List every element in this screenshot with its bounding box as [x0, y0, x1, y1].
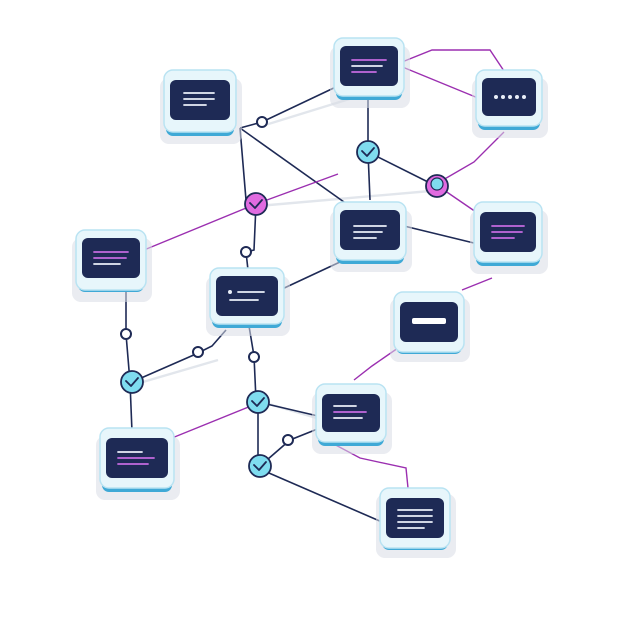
text-lines-icon	[353, 225, 387, 239]
process-node[interactable]	[376, 487, 456, 558]
process-node[interactable]	[330, 201, 412, 272]
process-node[interactable]	[72, 229, 152, 302]
ellipsis-icon	[494, 95, 526, 99]
edge-c3-n3	[435, 131, 505, 185]
process-node[interactable]	[206, 267, 290, 336]
nodes	[72, 37, 548, 558]
junction-dot	[240, 246, 252, 258]
edge-c4-n7	[131, 329, 227, 383]
text-lines-icon	[397, 509, 433, 529]
edge-c6-n11	[261, 469, 383, 523]
check-icon	[244, 192, 268, 216]
check-icon	[248, 454, 272, 478]
process-node[interactable]	[470, 201, 548, 274]
text-lines-purple-icon	[351, 59, 387, 73]
check-icon	[120, 370, 144, 394]
check-icon	[246, 390, 270, 414]
edge-n2-n3	[401, 49, 507, 75]
junction-dot	[192, 346, 204, 358]
text-lines-purple-icon	[93, 251, 129, 265]
process-node[interactable]	[472, 69, 548, 138]
process-node[interactable]	[96, 427, 180, 500]
text-lines-purple-icon	[491, 225, 525, 239]
edge-n10-c5	[171, 403, 257, 439]
check-icon	[425, 174, 449, 198]
edge-n2-n3-lower	[399, 65, 479, 99]
edge-n8-n9	[353, 347, 399, 381]
edge-shadow	[257, 188, 443, 208]
process-node[interactable]	[160, 69, 242, 144]
minus-bar-icon	[412, 318, 446, 324]
edge-c1-c3	[367, 151, 437, 187]
bullet-line-icon	[228, 290, 265, 301]
edge-n5-n6	[403, 225, 479, 245]
process-node[interactable]	[330, 37, 410, 108]
text-lines-purple-icon	[333, 405, 367, 419]
edge-n4-c2	[143, 173, 339, 251]
junction-dot	[120, 328, 132, 340]
junction-dot	[256, 116, 268, 128]
text-lines-icon	[183, 92, 215, 106]
junction-dot	[248, 351, 260, 363]
process-node[interactable]	[390, 291, 470, 362]
edge-shadow	[135, 358, 219, 386]
checkpoints	[120, 140, 449, 478]
edge-n1-n5	[239, 127, 345, 203]
text-lines-purple-icon	[117, 451, 155, 465]
process-node[interactable]	[312, 383, 392, 454]
edge-n8-n6	[461, 277, 493, 291]
junction-dot	[282, 434, 294, 446]
check-icon	[356, 140, 380, 164]
junctions	[120, 116, 294, 446]
